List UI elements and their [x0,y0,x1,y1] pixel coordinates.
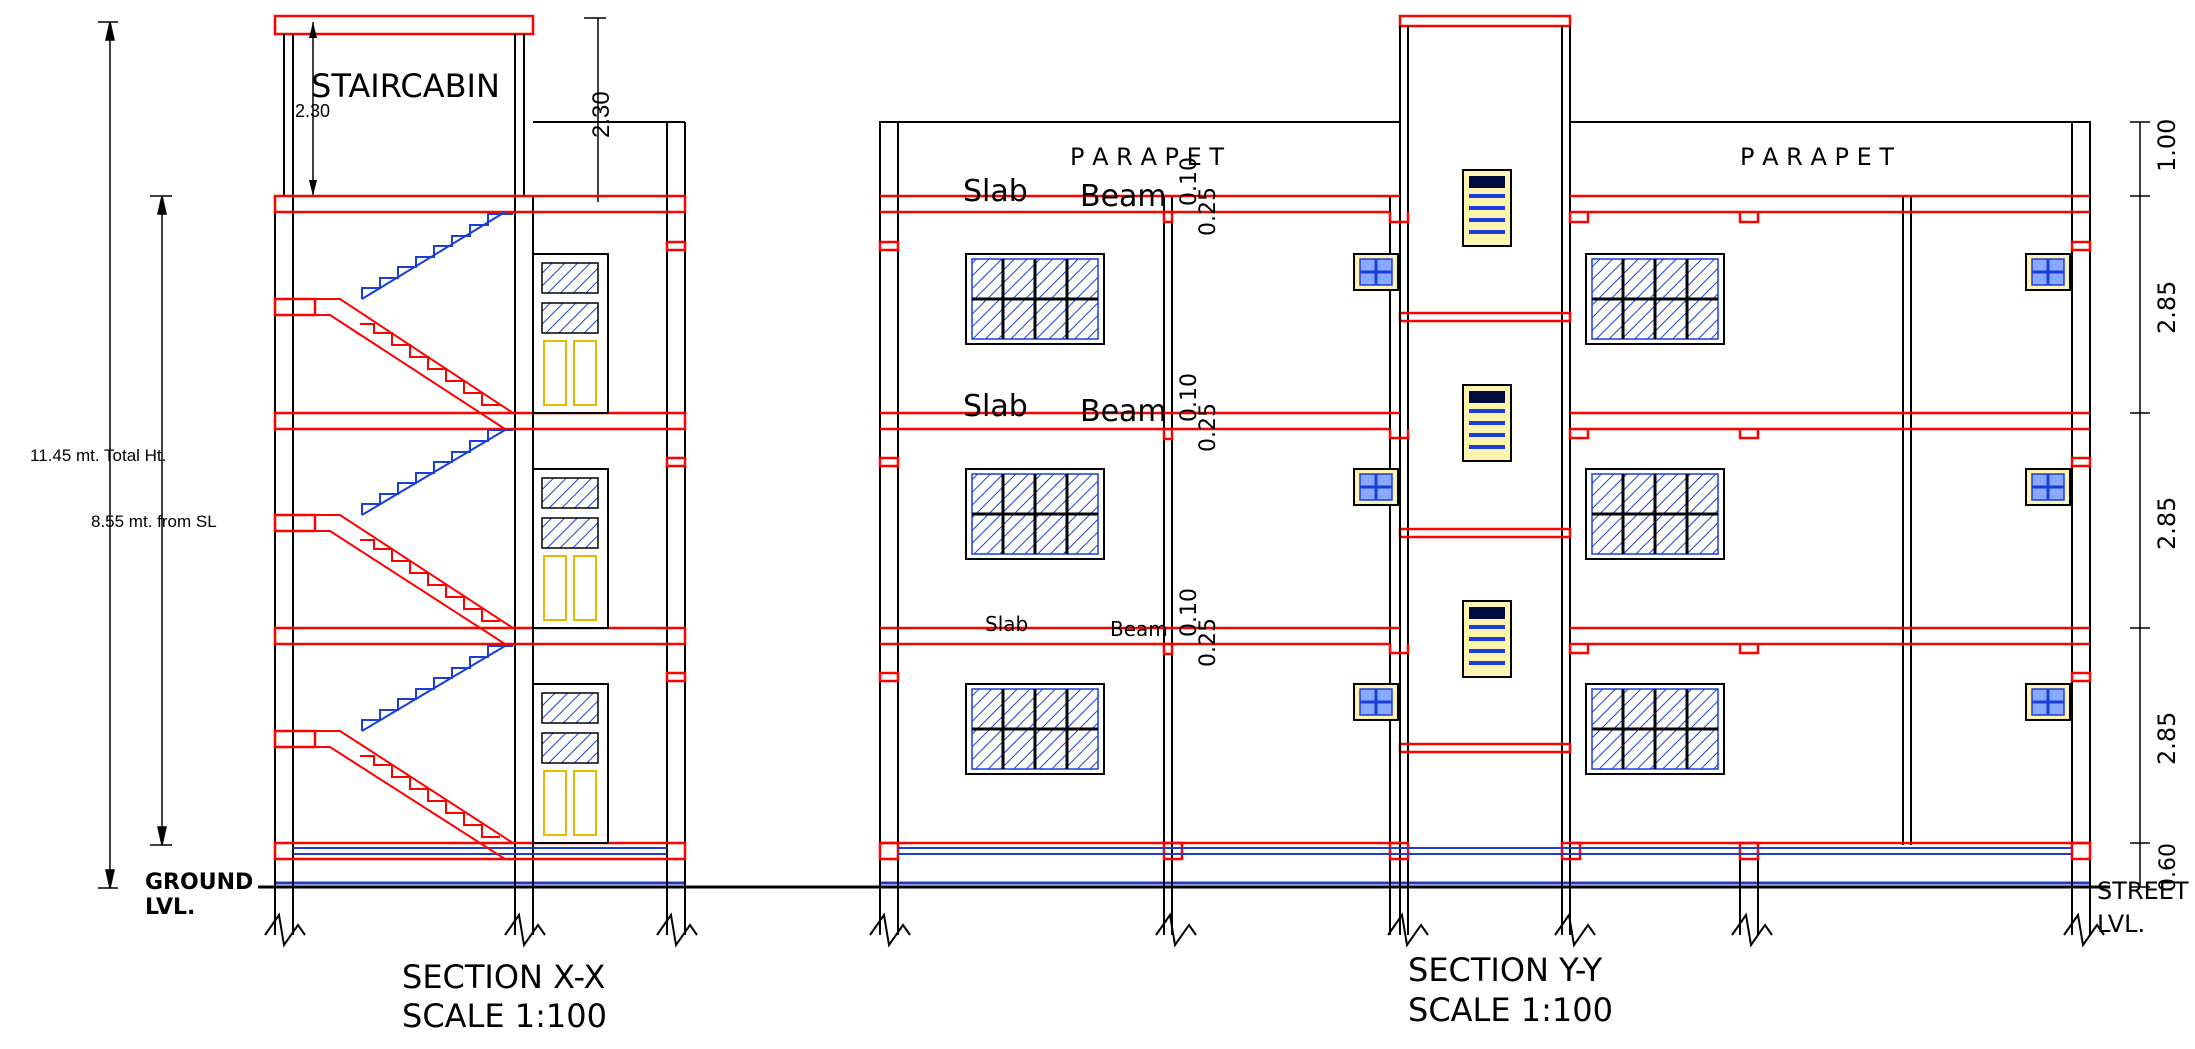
stair-tower [1398,14,1572,935]
beam-dim-b-3: 0.25 [1196,618,1221,667]
parapet-right-label: P A R A P E T [1740,143,1894,171]
beam-label-1: Beam [1080,179,1167,214]
staircase [315,211,514,860]
window-left-2 [965,468,1105,560]
staircabin-label: STAIRCABIN [311,67,500,105]
vent-window-right-3 [2025,683,2071,721]
door-1 [532,253,609,414]
window-left-1 [965,253,1105,345]
total-height-dimension [98,21,118,889]
section-yy-walls [869,196,2105,948]
level-dim-2: 2.85 [2153,281,2181,334]
window-right-2 [1585,468,1725,560]
beam-dim-a-2: 0.10 [1177,373,1202,422]
beam-dim-b-2: 0.25 [1196,403,1221,452]
door-2 [532,468,609,629]
vent-window-left-1 [1353,253,1399,291]
beam-dim-b-1: 0.25 [1196,187,1221,236]
level-dim-1: 1.00 [2153,119,2181,172]
beam-dim-a-3: 0.10 [1177,588,1202,637]
tower-window-3 [1462,600,1512,678]
from-sl-label: 8.55 mt. from SL [91,512,217,531]
vent-window-left-3 [1353,683,1399,721]
section-xx-title: SECTION X-X [402,958,605,996]
section-yy-slabs [878,194,2092,861]
tower-window-1 [1462,169,1512,247]
section-xx: 11.45 mt. Total Ht. 8.55 mt. from SL STA… [30,14,698,1035]
window-left-3 [965,683,1105,775]
section-xx-scale: SCALE 1:100 [402,997,607,1035]
parapet [879,121,2091,196]
window-right-1 [1585,253,1725,345]
from-sl-dimension [150,195,172,846]
slab-label-2: Slab [963,389,1028,424]
side-height-label: 2.30 [588,91,615,138]
section-yy-scale: SCALE 1:100 [1408,991,1613,1029]
section-xx-slabs [273,194,687,861]
ground-label-line1: GROUND [145,870,253,895]
door-3 [532,683,609,844]
street-label-line2: LVL. [2097,910,2145,938]
section-yy-title: SECTION Y-Y [1408,951,1603,989]
ground-label-line2: LVL. [145,895,195,920]
level-dim-5: 0.60 [2156,843,2181,892]
staircabin [273,14,685,202]
beam-label-3: Beam [1110,617,1168,641]
level-dimension-chain [2130,121,2150,888]
vent-window-right-1 [2025,253,2071,291]
cabin-height-label: 2.30 [295,101,330,121]
tower-window-2 [1462,384,1512,462]
vent-window-left-2 [1353,468,1399,506]
beam-dim-a-1: 0.10 [1177,157,1202,206]
window-right-3 [1585,683,1725,775]
ground-line [258,881,2110,889]
level-dim-3: 2.85 [2153,497,2181,550]
beam-label-2: Beam [1080,394,1167,429]
section-xx-walls [264,122,698,948]
street-label-line1: STREET [2097,877,2189,905]
parapet-left-label: P A R A P E T [1070,143,1224,171]
vent-window-right-2 [2025,468,2071,506]
section-yy: P A R A P E T P A R A P E T [869,14,2189,1029]
total-height-label: 11.45 mt. Total Ht. [30,446,166,465]
level-dim-4: 2.85 [2153,712,2181,765]
slab-label-3: Slab [985,612,1028,636]
slab-label-1: Slab [963,174,1028,209]
